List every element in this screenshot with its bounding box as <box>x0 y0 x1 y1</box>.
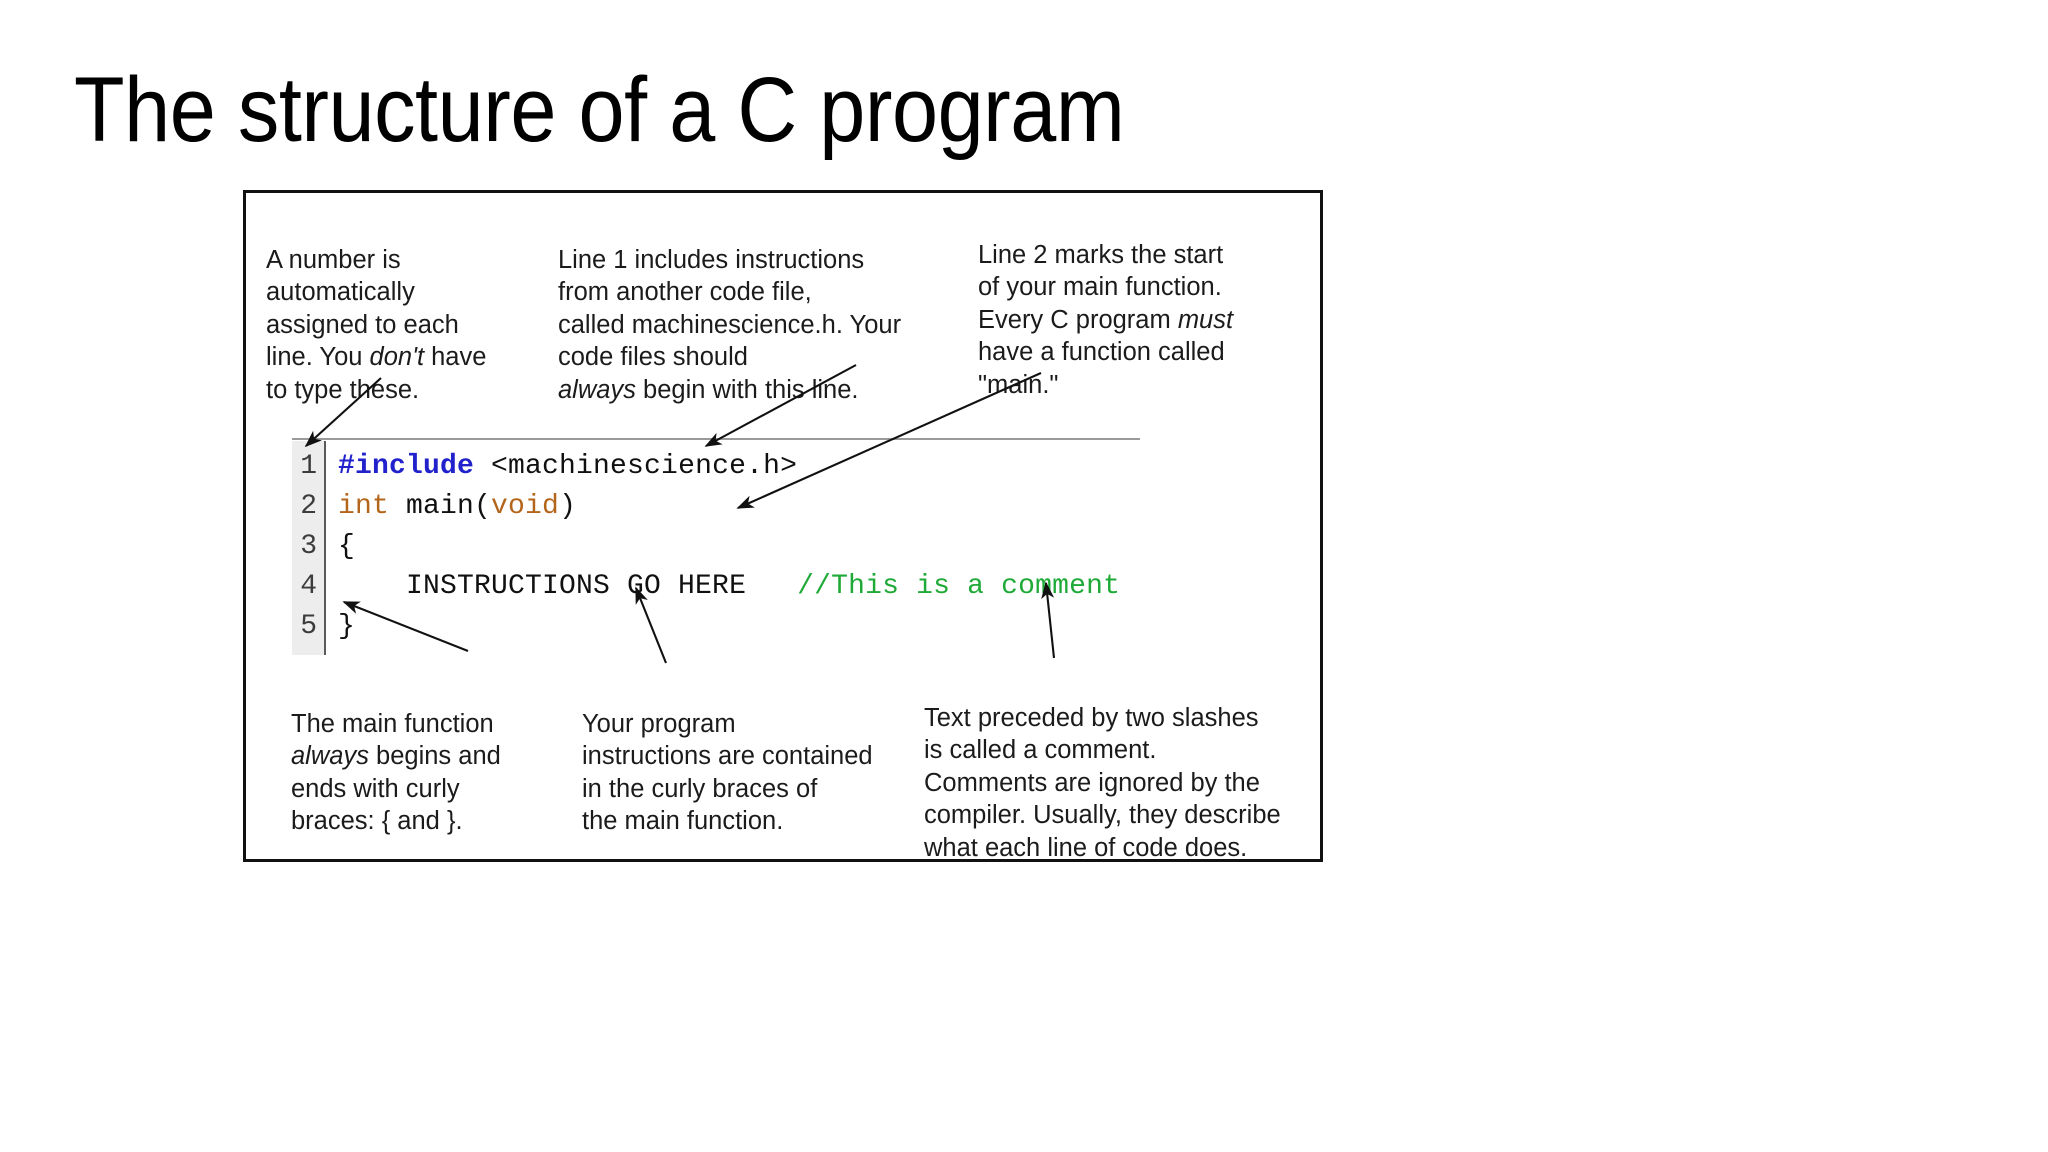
code-line-number: 5 <box>300 611 317 642</box>
annotation-comment-text: Text preceded by two slashes is called a… <box>924 703 1281 862</box>
code-line: INSTRUCTIONS GO HERE //This is a comment <box>338 567 1120 607</box>
annotation-include: Line 1 includes instructions from anothe… <box>558 211 958 406</box>
code-token-plain: { <box>338 531 356 562</box>
code-token-plain: <machinescience.h> <box>474 451 798 482</box>
code-line: { <box>338 527 1120 567</box>
annotation-instructions-text: Your program instructions are contained … <box>582 709 873 836</box>
annotation-curly-braces: The main function always begins and ends… <box>291 675 571 838</box>
code-token-plain: main( <box>389 491 492 522</box>
code-token-comment: //This is a comment <box>797 571 1121 602</box>
annotation-line-numbers: A number is automatically assigned to ea… <box>266 211 536 406</box>
code-token-preprocessor: #include <box>338 451 475 482</box>
code-token-keyword: void <box>491 491 560 522</box>
code-body: 1 2 3 4 5 #include <machinescience.h> in… <box>292 441 1120 655</box>
code-source-lines: #include <machinescience.h> int main(voi… <box>326 441 1120 655</box>
code-token-plain: } <box>338 611 356 642</box>
code-line: #include <machinescience.h> <box>338 447 1120 487</box>
page-title: The structure of a C program <box>74 59 1125 161</box>
annotation-main-function: Line 2 marks the start of your main func… <box>978 206 1308 401</box>
annotation-main-function-text: Line 2 marks the start of your main func… <box>978 240 1234 399</box>
code-top-rule <box>292 438 1140 440</box>
code-line-number: 1 <box>300 451 317 482</box>
code-token-keyword: int <box>338 491 390 522</box>
annotation-include-text: Line 1 includes instructions from anothe… <box>558 245 902 404</box>
annotation-line-numbers-text: A number is automatically assigned to ea… <box>266 245 487 404</box>
annotation-instructions: Your program instructions are contained … <box>582 675 942 838</box>
code-line-number: 4 <box>300 571 317 602</box>
c-program-structure-figure: A number is automatically assigned to ea… <box>243 190 1323 862</box>
annotation-curly-braces-text: The main function always begins and ends… <box>291 709 501 836</box>
code-line: } <box>338 607 1120 647</box>
annotation-comment: Text preceded by two slashes is called a… <box>924 669 1320 862</box>
code-line-number: 3 <box>300 531 317 562</box>
figure-canvas: A number is automatically assigned to ea… <box>246 193 1320 862</box>
code-line: int main(void) <box>338 487 1120 527</box>
code-token-plain: ) <box>559 491 577 522</box>
code-line-number: 2 <box>300 491 317 522</box>
code-token-plain: INSTRUCTIONS GO HERE <box>338 571 798 602</box>
code-line-number-gutter: 1 2 3 4 5 <box>292 441 326 655</box>
